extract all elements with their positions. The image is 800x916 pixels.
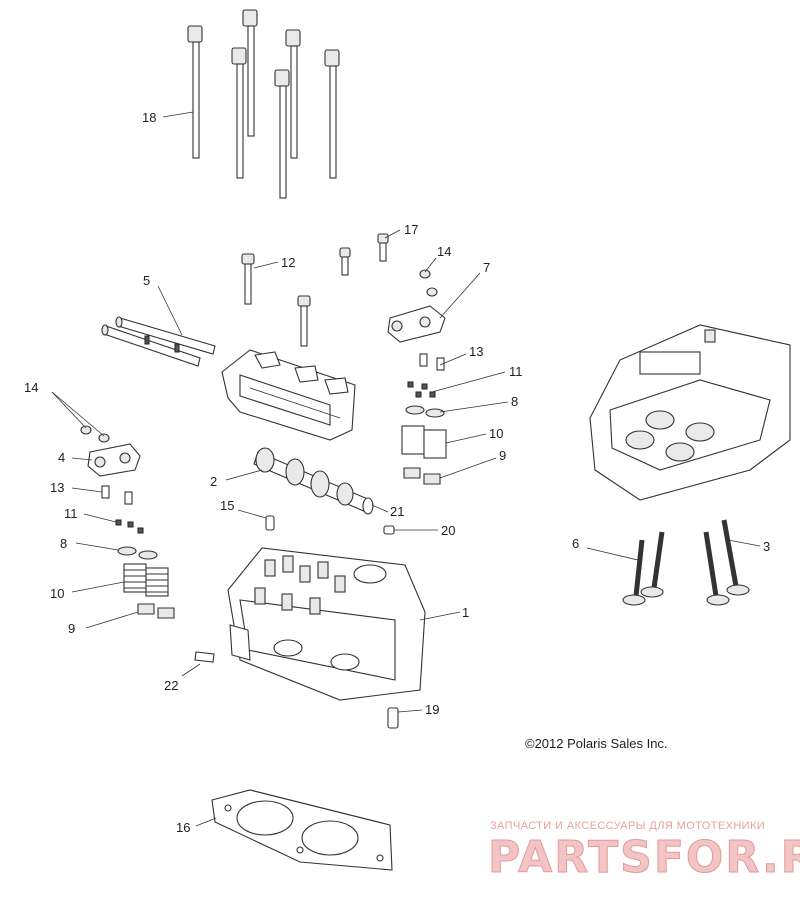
callout-10b: 10 [50, 586, 64, 601]
callout-9b: 9 [68, 621, 75, 636]
head-bolt [324, 49, 340, 179]
callout-17: 17 [404, 222, 418, 237]
callout-11b: 11 [64, 506, 78, 521]
callout-20: 20 [441, 523, 455, 538]
locating-pins [194, 651, 399, 729]
callout-14b: 14 [24, 380, 38, 395]
callout-5: 5 [143, 273, 150, 288]
callout-16: 16 [176, 820, 190, 835]
callout-13b: 13 [50, 480, 64, 495]
watermark-tagline: ЗАПЧАСТИ И АКСЕССУАРЫ ДЛЯ МОТОТЕХНИКИ [490, 820, 765, 832]
callout-11a: 11 [509, 364, 523, 379]
copyright-notice: ©2012 Polaris Sales Inc. [525, 736, 668, 751]
valve-train-left [101, 485, 175, 619]
callout-9a: 9 [499, 448, 506, 463]
callout-1: 1 [462, 605, 469, 620]
assembled-head-view [589, 324, 791, 501]
valves [622, 519, 750, 606]
callout-10a: 10 [489, 426, 503, 441]
head-bolt [187, 25, 203, 159]
head-bolt [231, 47, 247, 179]
valve-train-right [401, 353, 447, 485]
callout-6: 6 [572, 536, 579, 551]
dowel-pins [265, 515, 395, 535]
camshaft [253, 447, 374, 515]
rocker-shafts [101, 316, 216, 367]
head-bolt [285, 29, 301, 159]
watermark-logo: PARTSFOR.RU [488, 832, 800, 883]
callout-14a: 14 [437, 244, 451, 259]
head-bolt [274, 69, 290, 199]
callout-8a: 8 [511, 394, 518, 409]
callout-3: 3 [763, 539, 770, 554]
callout-18: 18 [142, 110, 156, 125]
callout-7: 7 [483, 260, 490, 275]
head-bolts [187, 9, 340, 199]
callout-22: 22 [164, 678, 178, 693]
rocker-arm-right [387, 269, 446, 343]
callout-4: 4 [58, 450, 65, 465]
callout-13a: 13 [469, 344, 483, 359]
callout-21: 21 [390, 504, 404, 519]
cylinder-head [227, 547, 426, 701]
callout-2: 2 [210, 474, 217, 489]
rocker-arm-left [80, 425, 141, 477]
head-bolt [242, 9, 258, 137]
callout-8b: 8 [60, 536, 67, 551]
callout-19: 19 [425, 702, 439, 717]
cam-cap-bolts [241, 233, 389, 347]
callout-15: 15 [220, 498, 234, 513]
callout-12: 12 [281, 255, 295, 270]
camshaft-carrier [221, 349, 356, 441]
head-gasket [211, 789, 393, 871]
